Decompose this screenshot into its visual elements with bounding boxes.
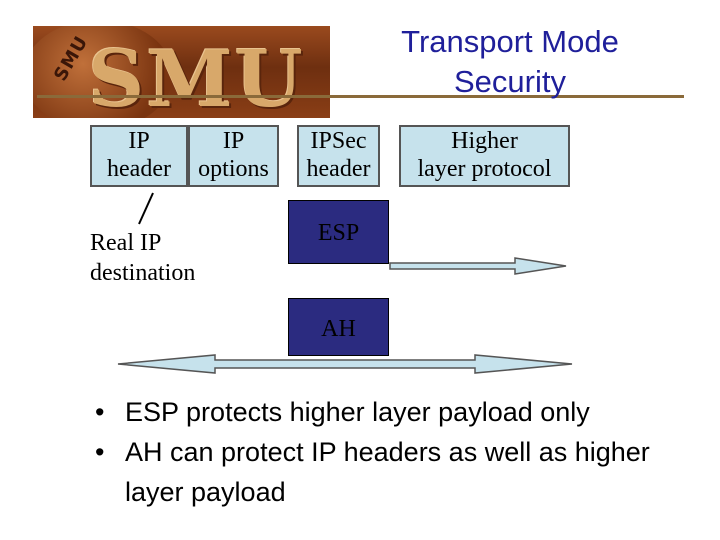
ip-header-line-1: IP (128, 128, 150, 154)
esp-box: ESP (288, 200, 389, 264)
slide-title: Transport Mode Security (360, 22, 660, 102)
ah-label: AH (321, 316, 356, 342)
ipsec-header-line-1: IPSec (310, 128, 367, 154)
ip-options-line-2: options (198, 156, 269, 182)
bullet-dot: • (95, 397, 105, 427)
ip-header-line-2: header (107, 156, 171, 182)
ipsec-header-box: IPSec header (297, 125, 380, 187)
real-ip-destination-label: Real IP destination (90, 228, 195, 288)
ah-coverage-arrow (117, 354, 573, 374)
coin-graphic (33, 26, 173, 118)
bullet-text-esp: ESP protects higher layer payload only (125, 397, 590, 427)
higher-layer-protocol-box: Higher layer protocol (399, 125, 570, 187)
higher-layer-line-1: Higher (451, 128, 518, 154)
real-ip-pointer-line (138, 192, 154, 225)
esp-label: ESP (317, 220, 360, 246)
bullet-item-esp: • ESP protects higher layer payload only (95, 392, 705, 432)
esp-coverage-arrow (389, 257, 567, 275)
real-ip-line-2: destination (90, 260, 196, 286)
logo-wordmark: SMU (88, 34, 305, 118)
bullet-list: • ESP protects higher layer payload only… (95, 392, 705, 512)
ip-header-box: IP header (90, 125, 188, 187)
bullet-item-ah: • AH can protect IP headers as well as h… (95, 432, 705, 512)
bullet-text-ah: AH can protect IP headers as well as hig… (125, 437, 650, 507)
bullet-dot: • (95, 437, 105, 467)
ipsec-header-line-2: header (306, 156, 371, 182)
ip-options-line-1: IP (222, 128, 245, 154)
title-line-2: Security (454, 64, 566, 99)
smu-logo: SMU SMU (33, 26, 330, 118)
higher-layer-line-2: layer protocol (417, 156, 552, 182)
real-ip-line-1: Real IP (90, 230, 162, 256)
title-line-1: Transport Mode (401, 24, 619, 59)
title-underline (37, 95, 684, 98)
ip-options-box: IP options (188, 125, 279, 187)
ah-box: AH (288, 298, 389, 356)
